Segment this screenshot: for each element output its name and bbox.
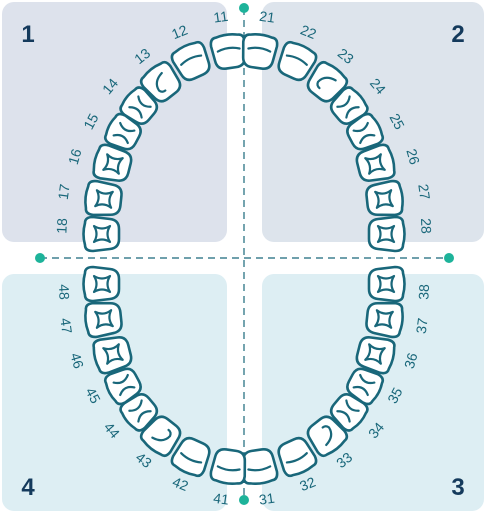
- tooth-28: [367, 215, 406, 253]
- tooth-label-15: 15: [80, 111, 102, 132]
- quadrant-number-upper-left: 2: [451, 21, 464, 48]
- tooth-45: [103, 367, 142, 406]
- tooth-label-11: 11: [213, 8, 230, 26]
- midlines: [35, 3, 454, 505]
- tooth-35: [346, 367, 385, 406]
- tooth-label-41: 41: [212, 490, 230, 508]
- tooth-12: [170, 40, 211, 82]
- tooth-43: [139, 415, 182, 458]
- tooth-25: [346, 112, 385, 151]
- tooth-label-25: 25: [386, 111, 408, 132]
- tooth-14: [119, 86, 159, 125]
- tooth-23: [306, 60, 349, 103]
- tooth-label-26: 26: [403, 147, 423, 167]
- tooth-label-42: 42: [170, 473, 191, 494]
- tooth-label-35: 35: [384, 385, 406, 406]
- tooth-26: [355, 143, 396, 182]
- tooth-17: [84, 179, 123, 217]
- tooth-37: [365, 301, 404, 339]
- tooth-18: [82, 215, 121, 253]
- tooth-41: [209, 448, 247, 486]
- tooth-22: [277, 40, 318, 82]
- midline-endpoint-top: [239, 3, 249, 13]
- tooth-42: [170, 436, 211, 478]
- tooth-label-38: 38: [415, 284, 432, 300]
- tooth-38: [367, 265, 406, 303]
- tooth-label-12: 12: [169, 21, 190, 42]
- tooth-label-22: 22: [298, 21, 319, 42]
- midline-endpoint-left: [35, 253, 45, 263]
- tooth-label-17: 17: [55, 183, 73, 201]
- tooth-label-16: 16: [65, 147, 85, 167]
- tooth-24: [329, 86, 369, 125]
- tooth-32: [277, 436, 318, 478]
- quadrant-number-lower-left: 3: [451, 474, 464, 501]
- tooth-47: [84, 301, 123, 339]
- teeth: [82, 32, 406, 486]
- tooth-label-31: 31: [258, 490, 276, 508]
- midline-endpoint-right: [444, 253, 454, 263]
- quadrant-number-upper-right: 1: [21, 21, 34, 48]
- midline-endpoint-bottom: [239, 495, 249, 505]
- tooth-label-46: 46: [67, 351, 87, 371]
- tooth-13: [139, 60, 182, 103]
- tooth-33: [306, 415, 349, 458]
- tooth-label-47: 47: [57, 317, 75, 335]
- tooth-label-28: 28: [418, 218, 435, 234]
- tooth-label-32: 32: [297, 473, 318, 494]
- tooth-15: [103, 112, 142, 151]
- tooth-44: [119, 393, 159, 432]
- tooth-11: [209, 32, 247, 70]
- tooth-21: [241, 32, 279, 70]
- tooth-27: [365, 179, 404, 217]
- tooth-label-27: 27: [415, 183, 433, 201]
- tooth-label-21: 21: [258, 8, 276, 26]
- tooth-31: [241, 448, 279, 486]
- tooth-label-36: 36: [401, 351, 421, 371]
- tooth-label-48: 48: [56, 284, 73, 300]
- tooth-label-45: 45: [82, 385, 104, 406]
- tooth-36: [355, 336, 396, 375]
- tooth-label-37: 37: [413, 317, 431, 335]
- tooth-label-18: 18: [53, 218, 70, 234]
- tooth-16: [92, 143, 133, 182]
- tooth-48: [82, 265, 121, 303]
- quadrant-number-lower-right: 4: [21, 474, 35, 501]
- tooth-46: [92, 336, 133, 375]
